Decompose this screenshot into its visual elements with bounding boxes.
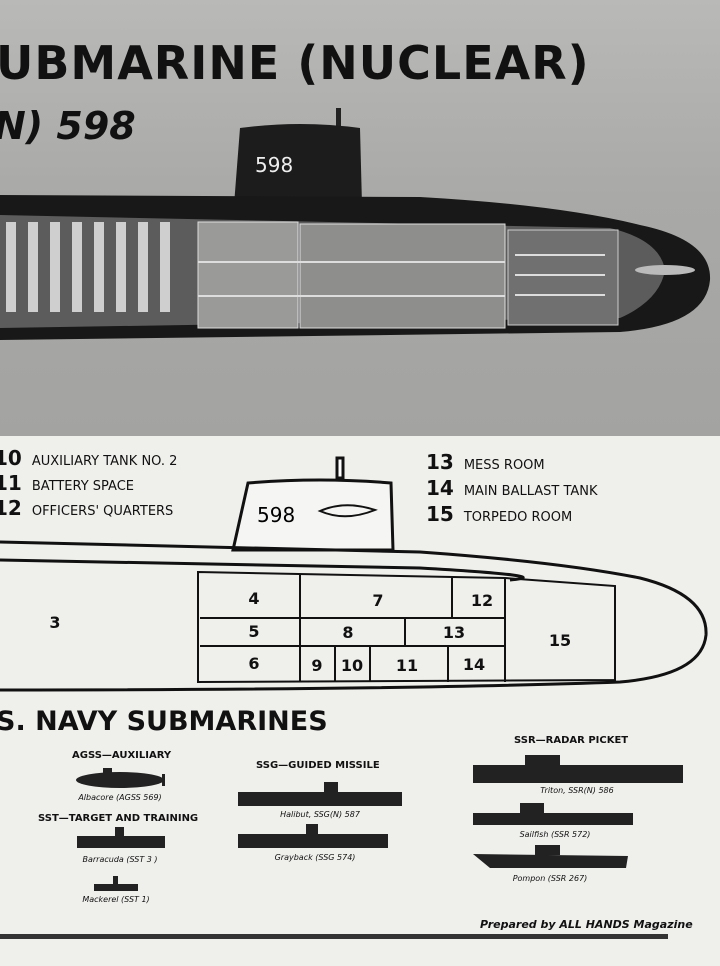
albacore-silhouette: [76, 768, 165, 788]
compartment-10: 10: [341, 656, 363, 675]
cutaway-photo: 598: [0, 108, 711, 340]
caption-grayback: Grayback (SSG 574): [274, 853, 356, 862]
caption-triton: Triton, SSR(N) 586: [540, 786, 614, 795]
silhouettes: [76, 755, 683, 891]
category-agss: AGSS—AUXILIARY: [72, 750, 172, 761]
sail-photo: [234, 124, 362, 205]
hull-outline: [0, 540, 708, 692]
compartment-13: 13: [443, 623, 465, 642]
compartment-8: 8: [342, 623, 353, 642]
missile-tubes: [6, 222, 170, 312]
section-title: S. NAVY SUBMARINES: [0, 706, 328, 737]
compartment-11: 11: [396, 656, 418, 675]
mackerel-silhouette: [94, 876, 138, 891]
barracuda-silhouette: [77, 827, 165, 848]
caption-barracuda: Barracuda (SST 3 ): [82, 855, 158, 864]
compartment-diagram: 598 3 4 5 6 7 8 9 10 11 12 13 14 15: [0, 456, 708, 692]
caption-albacore: Albacore (AGSS 569): [78, 793, 162, 802]
title-line-2: N) 598: [0, 104, 136, 148]
compartment-3: 3: [49, 613, 60, 632]
compartment-15: 15: [549, 631, 571, 650]
compartment-6: 6: [248, 654, 259, 673]
compartment-12: 12: [471, 591, 493, 610]
caption-mackerel: Mackerel (SST 1): [82, 895, 150, 904]
diagram-hull-number: 598: [257, 503, 295, 527]
sail-outline: [231, 478, 395, 552]
caption-sailfish: Sailfish (SSR 572): [519, 830, 591, 839]
compartment-4: 4: [248, 589, 259, 608]
compartment-5: 5: [248, 622, 259, 641]
halibut-silhouette: [238, 782, 402, 806]
title-line-1: UBMARINE (NUCLEAR): [0, 36, 590, 90]
compartment-14: 14: [463, 655, 485, 674]
photo-hull-number: 598: [255, 153, 293, 177]
bottom-rule: [0, 934, 668, 939]
caption-halibut: Halibut, SSG(N) 587: [280, 810, 360, 819]
credit-line: Prepared by ALL HANDS Magazine: [480, 918, 693, 931]
sailfish-silhouette: [473, 803, 633, 825]
grayback-silhouette: [238, 824, 388, 848]
caption-pompon: Pompon (SSR 267): [512, 874, 588, 883]
category-ssg: SSG—GUIDED MISSILE: [256, 760, 380, 771]
compartment-9: 9: [311, 656, 322, 675]
category-sst: SST—TARGET AND TRAINING: [38, 813, 199, 824]
submarine-photo: UBMARINE (NUCLEAR) N) 598 598: [0, 0, 720, 436]
compartment-7: 7: [372, 591, 383, 610]
pompon-silhouette: [473, 845, 628, 868]
category-ssr: SSR—RADAR PICKET: [514, 735, 629, 746]
triton-silhouette: [473, 755, 683, 783]
